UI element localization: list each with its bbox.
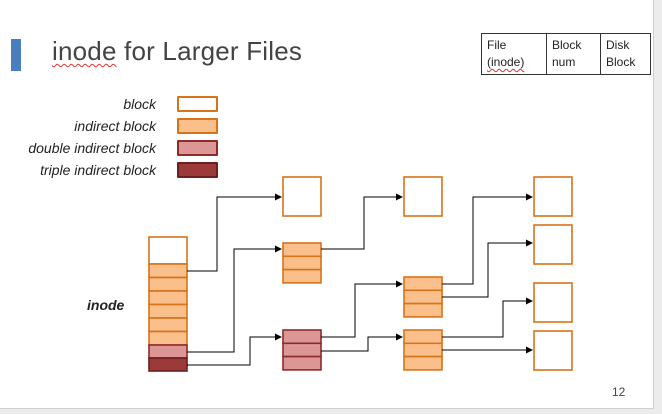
inode-double-indirect-cell <box>148 344 188 359</box>
legend-label-block: block <box>123 96 156 112</box>
arrow-inode-to-indirect <box>187 245 282 353</box>
inode-pointer-row-6 <box>148 330 188 346</box>
arrow-indirect-a-to-data-1 <box>442 193 533 285</box>
legend-label-double-indirect: double indirect block <box>28 140 156 156</box>
legend-swatch-triple-indirect <box>177 162 218 178</box>
inode-diagram <box>148 176 573 372</box>
indirect-block-col3-b-row-1 <box>403 329 443 345</box>
inode-label: inode <box>87 297 125 313</box>
legend-label-indirect: indirect block <box>74 118 156 134</box>
legend-swatch-double-indirect <box>177 140 218 156</box>
indirect-block-col3-b-row-3 <box>403 355 443 371</box>
title-word-inode: inode <box>52 36 117 66</box>
slide-title: inode for Larger Files <box>52 36 302 67</box>
legend-swatch-indirect <box>177 118 218 134</box>
ref-blocknum-line1: Block <box>552 38 582 52</box>
indirect-block-col3-a-row-2 <box>403 289 443 305</box>
ref-blocknum-line2: num <box>552 55 576 69</box>
arrow-indirect-to-data <box>321 193 403 250</box>
page-number: 12 <box>612 385 626 399</box>
indirect-block-col2-row-1 <box>282 242 322 258</box>
reference-table: File (inode) Block num Disk Block <box>481 33 651 75</box>
indirect-block-col3-a-row-3 <box>403 302 443 318</box>
inode-pointer-row-4 <box>148 303 188 319</box>
inode-header-cell <box>148 236 188 265</box>
ref-diskblock-line2: Block <box>606 55 636 69</box>
ref-cell-file: File (inode) <box>481 33 547 75</box>
arrow-double-to-indirect-b <box>321 333 403 352</box>
data-block-col4-2 <box>533 224 573 265</box>
arrow-indirect-b-to-data-3 <box>442 297 533 338</box>
inode-pointer-row-2 <box>148 276 188 292</box>
arrow-double-to-indirect-a <box>321 280 403 338</box>
indirect-block-col3-a-row-1 <box>403 276 443 292</box>
ref-file-line2: (inode) <box>487 55 525 69</box>
ref-cell-block-num: Block num <box>546 33 601 75</box>
ref-cell-disk-block: Disk Block <box>600 33 651 75</box>
data-block-col4-1 <box>533 176 573 217</box>
double-indirect-block-col2-row-3 <box>282 355 322 371</box>
legend-swatch-block <box>177 96 218 112</box>
data-block-col2 <box>282 176 322 217</box>
slide: inode for Larger Files File (inode) Bloc… <box>0 0 654 409</box>
inode-pointer-row-5 <box>148 317 188 333</box>
arrow-indirect-a-to-data-2 <box>442 239 533 298</box>
indirect-block-col2-row-3 <box>282 268 322 284</box>
data-block-col4-3 <box>533 282 573 323</box>
inode-pointer-row-3 <box>148 290 188 306</box>
ref-diskblock-line1: Disk <box>606 38 630 52</box>
inode-triple-indirect-cell <box>148 357 188 372</box>
arrow-inode-to-double <box>187 333 282 366</box>
title-rest: for Larger Files <box>116 36 303 66</box>
indirect-block-col3-b-row-2 <box>403 342 443 358</box>
arrow-inode-to-data <box>187 193 282 272</box>
double-indirect-block-col2-row-1 <box>282 329 322 345</box>
double-indirect-block-col2-row-2 <box>282 342 322 358</box>
inode-pointer-row-1 <box>148 263 188 279</box>
data-block-col3 <box>403 176 443 217</box>
data-block-col4-4 <box>533 330 573 371</box>
indirect-block-col2-row-2 <box>282 255 322 271</box>
legend-label-triple-indirect: triple indirect block <box>40 162 156 178</box>
ref-file-line1: File <box>487 38 507 52</box>
title-accent-bar <box>11 39 21 71</box>
